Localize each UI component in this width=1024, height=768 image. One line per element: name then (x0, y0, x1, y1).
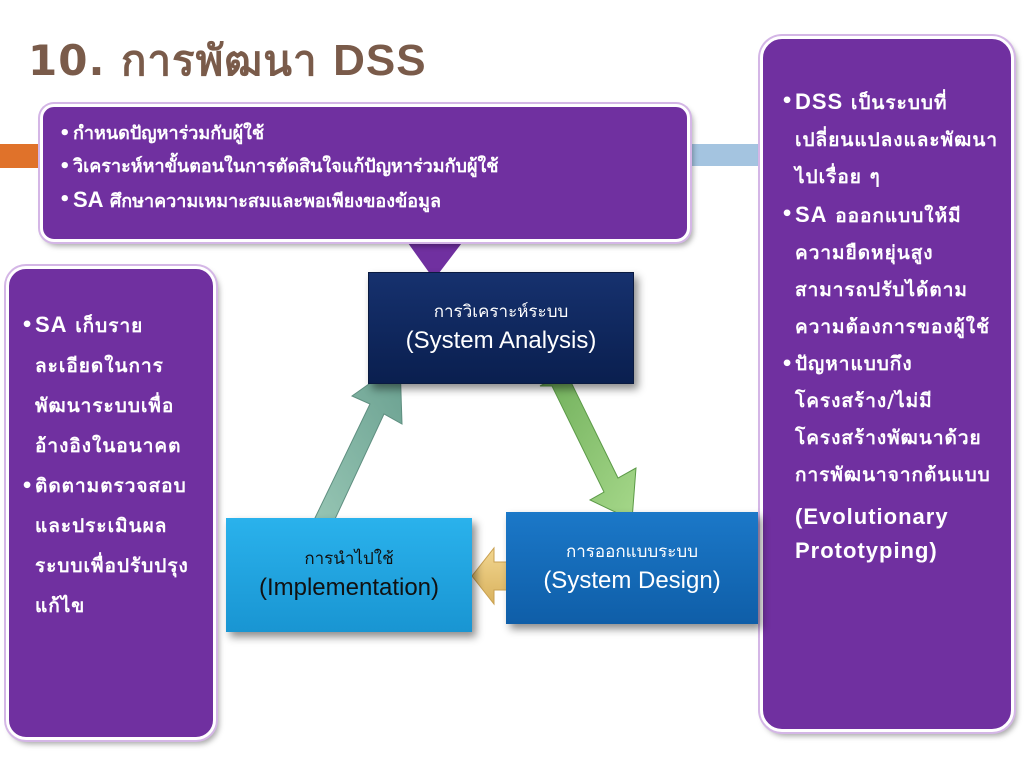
system-design-thai: การออกแบบระบบ (565, 542, 699, 562)
title-latin: DSS (333, 36, 427, 85)
right-callout-item-2: SA อออกแบบให้มีความยืดหยุ่นสูงสามารถปรับ… (781, 196, 999, 346)
left-callout-item-1-keyword: SA (35, 312, 68, 337)
decorative-bar-blue (690, 144, 764, 166)
top-callout-list: กำหนดปัญหาร่วมกับผู้ใช้ วิเคราะห์หาขั้นต… (59, 117, 671, 218)
right-callout-item-2-text: อออกแบบให้มีความยืดหยุ่นสูงสามารถปรับได้… (795, 205, 990, 338)
right-callout-item-3-english: (Evolutionary Prototyping) (795, 504, 949, 563)
left-callout-item-2: ติดตามตรวจสอบ และประเมินผลระบบเพื่อปรับป… (21, 466, 199, 626)
right-callout-item-3-text: ปัญหาแบบกึงโครงสร้าง/ไม่มีโครงสร้างพัฒนา… (795, 353, 991, 486)
arrow-design-to-implementation (471, 546, 509, 606)
title-thai: การพัฒนา (121, 36, 318, 85)
cycle-box-system-design: การออกแบบระบบ (System Design) (506, 512, 758, 624)
title-number: 10. (28, 36, 106, 85)
top-callout-item-3-text: ศึกษาความเหมาะสมและพอเพียงของข้อมูล (109, 191, 442, 212)
top-callout-item-1-text: กำหนดปัญหาร่วมกับผู้ใช้ (73, 123, 265, 144)
right-callout-list: DSS เป็นระบบที่เปลี่ยนแปลงและพัฒนาไปเรื่… (781, 83, 999, 568)
left-callout-list: SA เก็บรายละเอียดในการพัฒนาระบบเพื่ออ้าง… (21, 305, 199, 626)
callout-left: SA เก็บรายละเอียดในการพัฒนาระบบเพื่ออ้าง… (6, 266, 216, 740)
system-design-english: (System Design) (543, 567, 721, 594)
top-callout-item-1: กำหนดปัญหาร่วมกับผู้ใช้ (59, 117, 671, 150)
top-callout-item-2-text: วิเคราะห์หาขั้นตอนในการตัดสินใจแก้ปัญหาร… (73, 156, 499, 177)
slide-title: 10. การพัฒนา DSS (28, 28, 427, 94)
cycle-box-implementation: การนำไปใช้ (Implementation) (226, 518, 472, 632)
system-analysis-english: (System Analysis) (405, 327, 597, 354)
implementation-thai: การนำไปใช้ (304, 549, 394, 569)
right-callout-item-1-keyword: DSS (795, 89, 844, 114)
decorative-bar-orange (0, 144, 40, 168)
arrow-implementation-to-analysis (299, 361, 403, 535)
arrow-analysis-to-design (539, 371, 637, 521)
right-callout-item-1: DSS เป็นระบบที่เปลี่ยนแปลงและพัฒนาไปเรื่… (781, 83, 999, 196)
system-analysis-thai: การวิเคราะห์ระบบ (433, 302, 569, 322)
callout-right: DSS เป็นระบบที่เปลี่ยนแปลงและพัฒนาไปเรื่… (760, 36, 1014, 732)
top-callout-item-2: วิเคราะห์หาขั้นตอนในการตัดสินใจแก้ปัญหาร… (59, 150, 671, 183)
top-callout-item-3-keyword: SA (73, 187, 104, 212)
left-callout-item-2-text: ติดตามตรวจสอบ และประเมินผลระบบเพื่อปรับป… (35, 475, 189, 617)
implementation-english: (Implementation) (258, 574, 440, 601)
left-callout-item-1: SA เก็บรายละเอียดในการพัฒนาระบบเพื่ออ้าง… (21, 305, 199, 466)
callout-top: กำหนดปัญหาร่วมกับผู้ใช้ วิเคราะห์หาขั้นต… (40, 104, 690, 242)
right-callout-item-3: ปัญหาแบบกึงโครงสร้าง/ไม่มีโครงสร้างพัฒนา… (781, 346, 999, 568)
top-callout-item-3: SA ศึกษาความเหมาะสมและพอเพียงของข้อมูล (59, 183, 671, 218)
right-callout-item-1-text: เป็นระบบที่เปลี่ยนแปลงและพัฒนาไปเรื่อย ๆ (795, 92, 998, 188)
left-callout-item-1-text: เก็บรายละเอียดในการพัฒนาระบบเพื่ออ้างอิง… (35, 315, 182, 457)
cycle-box-system-analysis: การวิเคราะห์ระบบ (System Analysis) (368, 272, 634, 384)
right-callout-item-2-keyword: SA (795, 202, 828, 227)
